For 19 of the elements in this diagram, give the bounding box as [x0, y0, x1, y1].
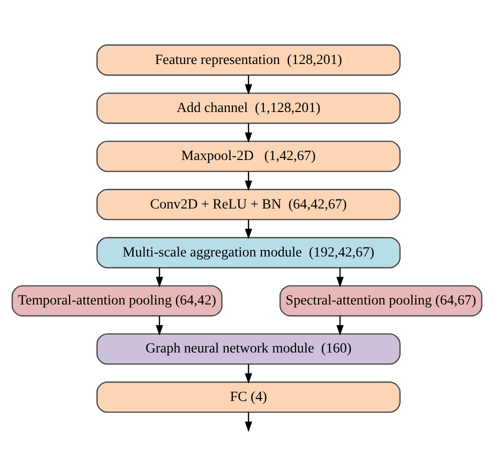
node-box: Maxpool-2D (1,42,67)	[96, 140, 401, 172]
node-box: Add channel (1,128,201)	[96, 92, 401, 124]
node-box: Feature representation (128,201)	[96, 44, 401, 76]
arrow	[336, 316, 344, 336]
arrow	[244, 412, 252, 432]
node-box: Temporal-attention pooling (64,42)	[12, 285, 223, 316]
node-box: Spectral-attention pooling (64,67)	[280, 285, 482, 316]
arrow	[244, 123, 252, 143]
arrow	[244, 220, 252, 240]
arrow	[244, 364, 252, 384]
arrow	[156, 268, 164, 288]
arrow	[244, 75, 252, 95]
node-box: Conv2D + ReLU + BN (64,42,67)	[96, 188, 401, 220]
node-box: Graph neural network module (160)	[96, 333, 401, 365]
arrow	[336, 268, 344, 288]
node-box: Multi-scale aggregation module (192,42,67)	[96, 237, 401, 268]
node-box: FC (4)	[96, 382, 401, 413]
arrow	[244, 172, 252, 192]
arrow	[156, 316, 164, 336]
